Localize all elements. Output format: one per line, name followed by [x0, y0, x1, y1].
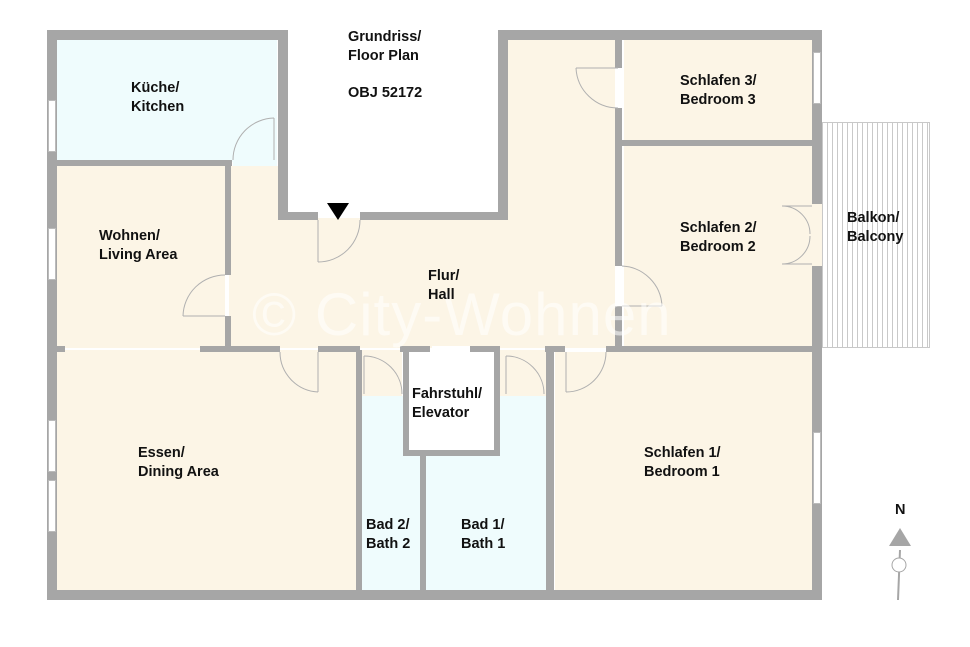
bedroom2-floor — [624, 146, 812, 346]
entrance-arrow-icon — [327, 203, 349, 220]
wall-living-dining-stub — [57, 346, 65, 352]
bedroom1-label-de: Schlafen 1/ — [644, 445, 721, 461]
elevator-door-opening — [432, 346, 470, 352]
wall-notch-south-a — [278, 212, 318, 220]
bath2-label-en: Bath 2 — [366, 536, 411, 552]
living-floor — [57, 166, 225, 348]
bedroom2-label-de: Schlafen 2/ — [680, 220, 757, 236]
bedroom1-floor — [555, 352, 812, 590]
watermark: © City-Wohnen — [252, 281, 672, 348]
bath2-label-de: Bad 2/ — [366, 517, 410, 533]
kitchen-label-de: Küche/ — [131, 80, 180, 96]
balcony-label-de: Balkon/ — [847, 210, 900, 226]
wall-south — [47, 590, 822, 600]
bedroom3-label-en: Bedroom 3 — [680, 92, 756, 108]
dining-label-de: Essen/ — [138, 445, 185, 461]
elevator-label-en: Elevator — [412, 405, 470, 421]
elevator-floor — [408, 352, 496, 452]
window-living — [48, 228, 56, 280]
wall-elevator-west — [403, 350, 409, 456]
bedroom1-label-en: Bedroom 1 — [644, 464, 720, 480]
hall-label-de: Flur/ — [428, 268, 460, 284]
wall-hall-bedroom-a — [615, 38, 622, 68]
dining-label-en: Dining Area — [138, 464, 219, 480]
window-kitchen — [48, 100, 56, 152]
wall-living-hall-a — [225, 163, 231, 275]
window-bedroom3 — [813, 52, 821, 104]
balcony-label-en: Balcony — [847, 229, 904, 245]
wall-bath1-bedroom1 — [546, 350, 554, 590]
hall-floor — [229, 166, 279, 348]
wall-hall-south-f — [606, 346, 812, 352]
kitchen-label-en: Kitchen — [131, 99, 185, 115]
wall-notch-east — [498, 30, 508, 220]
object-id: OBJ 52172 — [348, 85, 423, 101]
wall-east — [812, 30, 822, 600]
elevator-label-de: Fahrstuhl/ — [412, 386, 483, 402]
bath1-label-de: Bad 1/ — [461, 517, 505, 533]
title-line2: Floor Plan — [348, 48, 419, 64]
window-dining-a — [48, 420, 56, 472]
wall-living-hall-b — [225, 316, 231, 350]
wall-elevator-south — [403, 450, 500, 456]
wall-north-east — [498, 30, 822, 40]
wall-bedroom3-bedroom2 — [620, 140, 812, 146]
wall-hall-south-b — [318, 346, 360, 352]
hall-label-en: Hall — [428, 287, 455, 303]
wall-hall-bedroom-b — [615, 108, 622, 266]
wall-hall-south-e — [545, 346, 565, 352]
wall-notch-south-b — [360, 212, 508, 220]
living-label-en: Living Area — [99, 247, 178, 263]
window-bedroom1 — [813, 432, 821, 504]
wall-hall-bedroom-c — [615, 306, 622, 350]
wall-bath2-bath1 — [420, 456, 426, 590]
bedroom2-label-en: Bedroom 2 — [680, 239, 756, 255]
hall-floor-main — [279, 218, 615, 348]
wall-elevator-east — [494, 350, 500, 456]
compass-north-label: N — [895, 502, 906, 518]
hall-kitchen-door-gap — [233, 120, 277, 166]
bath1-label-en: Bath 1 — [461, 536, 506, 552]
wall-hall-south-a — [200, 346, 280, 352]
living-label-de: Wohnen/ — [99, 228, 160, 244]
wall-hall-south-c — [400, 346, 430, 352]
wall-north-west — [47, 30, 288, 40]
wall-dining-bath2 — [356, 350, 362, 590]
wall-notch-west — [278, 30, 288, 220]
balcony-deck — [822, 122, 930, 348]
bedroom3-label-de: Schlafen 3/ — [680, 73, 757, 89]
wall-hall-south-d — [470, 346, 500, 352]
window-dining-b — [48, 480, 56, 532]
north-arrow-icon — [889, 528, 911, 601]
wall-west — [47, 30, 57, 600]
title-line1: Grundriss/ — [348, 29, 422, 45]
balcony-door-opening — [812, 204, 822, 266]
wall-kitchen-living — [57, 160, 232, 166]
bedroom3-floor — [624, 40, 812, 140]
